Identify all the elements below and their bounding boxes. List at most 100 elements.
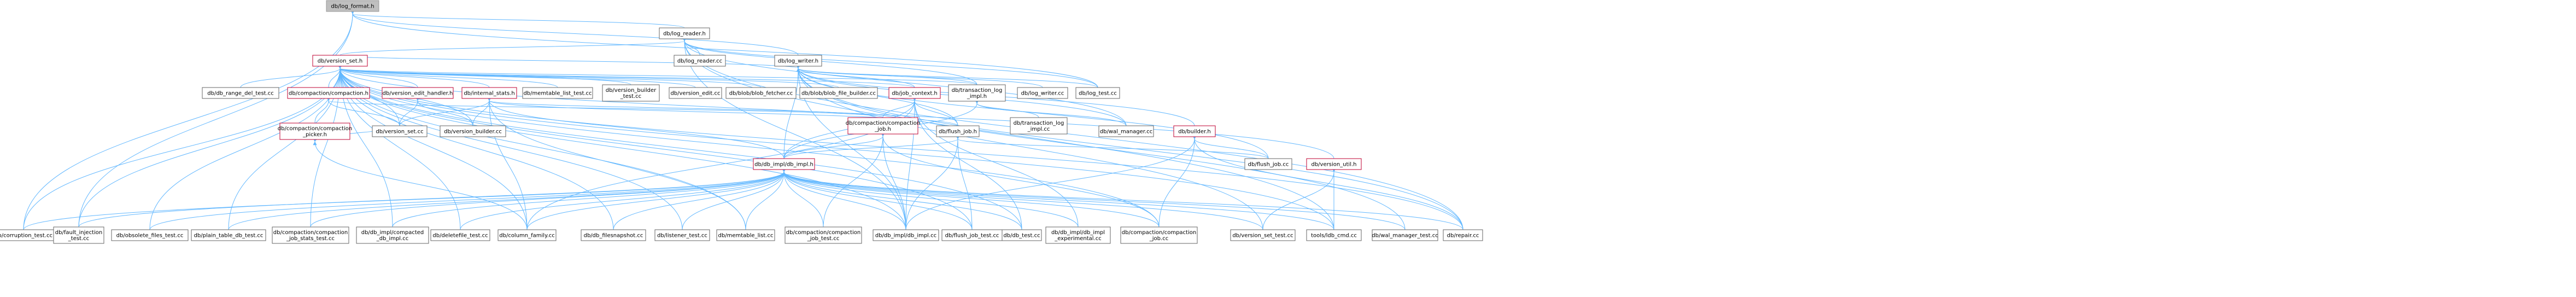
- graph-node-compaction-job-cc[interactable]: db/compaction/compaction_job.cc: [1120, 226, 1198, 244]
- node-label: _job_test.cc: [807, 236, 840, 242]
- graph-node-repair[interactable]: db/repair.cc: [1443, 229, 1483, 241]
- graph-node-version-builder-cc[interactable]: db/version_builder.cc: [440, 125, 506, 137]
- node-label: db/memtable_list.cc: [718, 233, 774, 239]
- graph-node-plain-table[interactable]: db/plain_table_db_test.cc: [191, 229, 266, 241]
- graph-node-log-writer-cc[interactable]: db/log_writer.cc: [1017, 87, 1068, 99]
- graph-node-version-util[interactable]: db/version_util.h: [1306, 158, 1362, 170]
- graph-node-log-writer[interactable]: db/log_writer.h: [774, 55, 822, 67]
- graph-node-fault-injection[interactable]: db/fault_injection_test.cc: [53, 226, 104, 244]
- edge-db_impl_h-to-wal_manager_test: [782, 168, 1406, 230]
- node-box: [753, 158, 815, 170]
- node-label: db/corruption_test.cc: [0, 233, 52, 239]
- edge-log_reader-to-ldb_cmd: [682, 37, 1334, 230]
- graph-node-deletefile[interactable]: db/deletefile_test.cc: [430, 229, 490, 241]
- node-label: db/version_edit_handler.h: [383, 91, 453, 97]
- graph-node-corruption-test[interactable]: db/corruption_test.cc: [0, 229, 54, 241]
- graph-node-version-edit-handler[interactable]: db/version_edit_handler.h: [382, 87, 454, 99]
- graph-node-db-impl-h[interactable]: db/db_impl/db_impl.h: [753, 158, 815, 170]
- node-label: db/column_family.cc: [499, 233, 555, 239]
- node-label: db/version_builder.cc: [444, 129, 502, 135]
- node-label: db/log_test.cc: [1079, 91, 1117, 97]
- graph-node-log-format[interactable]: db/log_format.h: [326, 0, 379, 12]
- graph-node-version-edit-cc[interactable]: db/version_edit.cc: [669, 87, 722, 99]
- edge-log_writer-to-repair: [796, 65, 1463, 230]
- graph-node-wal-manager-test[interactable]: db/wal_manager_test.cc: [1372, 229, 1438, 241]
- graph-node-version-builder-test[interactable]: db/version_builder_test.cc: [602, 84, 660, 102]
- graph-node-blob-file-builder[interactable]: db/blob/blob_file_builder.cc: [799, 87, 878, 99]
- node-box: [1045, 226, 1111, 244]
- edge-builder_h-to-flush_job_cc: [1192, 135, 1269, 159]
- edge-version_set_h-to-blob_fetcher: [338, 65, 762, 88]
- edge-log_format-to-corruption_test: [23, 10, 355, 230]
- edge-version_set_h-to-transaction_log_impl_h: [337, 65, 977, 85]
- edge-db_impl_h-to-column_family: [526, 168, 786, 230]
- graph-node-blob-fetcher[interactable]: db/blob/blob_fetcher.cc: [725, 87, 797, 99]
- node-label: db/blob/blob_fetcher.cc: [729, 91, 793, 97]
- edge-db_impl_h-to-fault_injection: [78, 168, 786, 228]
- graph-node-job-context[interactable]: db/job_context.h: [888, 87, 941, 99]
- node-box: [356, 226, 429, 244]
- graph-node-version-set-cc[interactable]: db/version_set.cc: [372, 125, 428, 137]
- edge-version_set_h-to-db_impl_cc: [338, 65, 906, 230]
- edge-log_writer-to-log_writer_cc: [796, 65, 1043, 88]
- node-label: _job.cc: [1149, 236, 1168, 242]
- graph-node-memtable-list-cc[interactable]: db/memtable_list.cc: [716, 229, 775, 241]
- graph-node-listener-test[interactable]: db/listener_test.cc: [654, 229, 710, 241]
- graph-node-builder-h[interactable]: db/builder.h: [1173, 125, 1216, 137]
- edge-version_set_h-to-compaction_job_cc: [338, 65, 1160, 228]
- node-label: db/transaction_log: [952, 88, 1003, 94]
- graph-node-internal-stats[interactable]: db/internal_stats.h: [461, 87, 517, 99]
- graph-node-log-reader[interactable]: db/log_reader.h: [659, 27, 710, 39]
- edge-internal_stats-to-version_builder_cc: [472, 97, 491, 126]
- node-label: db/compaction/compaction: [273, 230, 348, 236]
- node-label: _experimental.cc: [1054, 236, 1102, 242]
- edge-version_set_h-to-internal_stats: [338, 65, 490, 88]
- graph-node-version-set-h[interactable]: db/version_set.h: [312, 55, 368, 67]
- graph-node-version-set-test[interactable]: db/version_set_test.cc: [1230, 229, 1296, 241]
- graph-node-column-family[interactable]: db/column_family.cc: [497, 229, 557, 241]
- graph-node-db-impl-compacted[interactable]: db/db_impl/compacted_db_impl.cc: [356, 226, 429, 244]
- node-label: db/db_filesnapshot.cc: [584, 233, 643, 239]
- node-label: _picker.h: [302, 132, 327, 138]
- graph-node-flush-job-h[interactable]: db/flush_job.h: [936, 125, 980, 137]
- node-box: [659, 27, 710, 39]
- graph-node-log-reader-cc[interactable]: db/log_reader.cc: [674, 55, 726, 67]
- edge-db_impl_h-to-flush_job_test: [782, 168, 973, 230]
- graph-node-db-impl-cc[interactable]: db/db_impl/db_impl.cc: [873, 229, 939, 241]
- graph-node-memtable-list-test[interactable]: db/memtable_list_test.cc: [522, 87, 593, 99]
- edge-flush_job_h-to-flush_job_test: [956, 135, 973, 230]
- graph-node-obsolete-files[interactable]: db/obsolete_files_test.cc: [111, 229, 189, 241]
- graph-node-db-impl-experimental[interactable]: db/db_impl/db_impl_experimental.cc: [1045, 226, 1111, 244]
- node-box: [1098, 125, 1154, 137]
- edge-version_set_h-to-version_edit_cc: [338, 65, 696, 88]
- edge-builder_h-to-repair: [1192, 135, 1463, 230]
- edge-db_impl_h-to-memtable_list_cc: [745, 168, 786, 230]
- graph-node-compaction-job-stats[interactable]: db/compaction/compaction_job_stats_test.…: [272, 226, 349, 244]
- graph-node-db-range-del[interactable]: db/db_range_del_test.cc: [202, 87, 279, 99]
- graph-node-flush-job-cc[interactable]: db/flush_job.cc: [1244, 158, 1292, 170]
- graph-node-transaction-log-impl-cc[interactable]: db/transaction_log_impl.cc: [1010, 117, 1068, 135]
- graph-node-compaction-job-test[interactable]: db/compaction/compaction_job_test.cc: [784, 226, 862, 244]
- graph-node-log-test[interactable]: db/log_test.cc: [1075, 87, 1120, 99]
- edge-internal_stats-to-memtable_list_cc: [487, 97, 746, 230]
- graph-node-db-test[interactable]: db/db_test.cc: [1002, 229, 1042, 241]
- graph-node-compaction-h[interactable]: db/compaction/compaction.h: [287, 87, 370, 99]
- edge-builder_h-to-compaction_job_cc: [1158, 135, 1197, 228]
- edge-version_util-to-version_set_test: [1262, 168, 1336, 230]
- graph-node-transaction-log-impl-h[interactable]: db/transaction_log_impl.h: [948, 84, 1006, 102]
- node-box: [716, 229, 775, 241]
- node-label: db/memtable_list_test.cc: [523, 91, 592, 97]
- graph-node-wal-manager-cc[interactable]: db/wal_manager.cc: [1098, 125, 1154, 137]
- edge-db_impl_h-to-deletefile: [460, 168, 786, 230]
- node-box: [1120, 226, 1198, 244]
- graph-node-ldb-cmd[interactable]: tools/ldb_cmd.cc: [1306, 229, 1362, 241]
- graph-node-db-filesnapshot[interactable]: db/db_filesnapshot.cc: [581, 229, 646, 241]
- edge-log_writer-to-flush_job_cc: [796, 65, 1269, 159]
- graph-node-compaction-job-h[interactable]: db/compaction/compaction_job.h: [846, 117, 920, 135]
- node-box: [1306, 229, 1362, 241]
- graph-node-flush-job-test[interactable]: db/flush_job_test.cc: [941, 229, 1003, 241]
- node-box: [654, 229, 710, 241]
- graph-node-compaction-picker[interactable]: db/compaction/compaction_picker.h: [278, 123, 352, 140]
- node-label: db/flush_job.h: [939, 129, 977, 135]
